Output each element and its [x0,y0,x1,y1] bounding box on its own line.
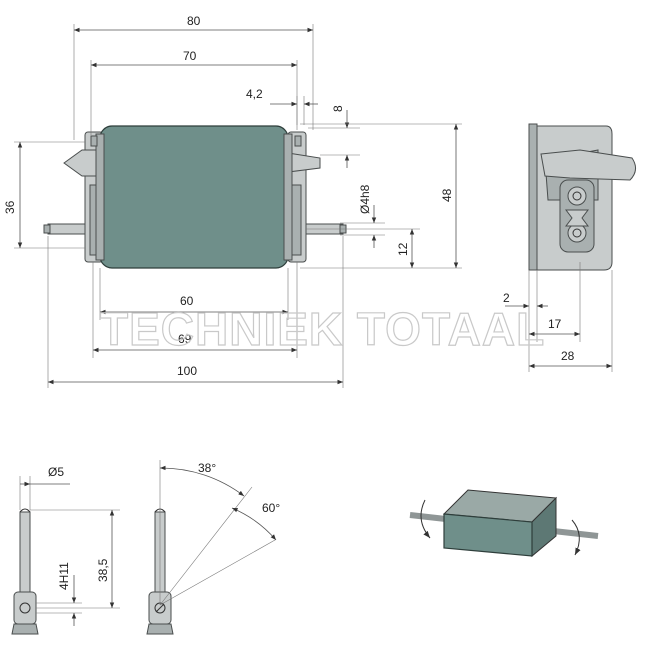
dim-80: 80 [187,14,201,28]
dim-69: 69 [178,332,192,346]
dim-28: 28 [561,349,575,363]
side-back-plate [528,123,538,271]
angle-arc-60 [231,507,277,541]
front-dimensions: 80 70 4,2 8 48 Ø4h8 12 36 [3,14,462,388]
side-lever [540,149,636,181]
side-lower-bolt [567,223,587,243]
dim-17: 17 [548,317,562,331]
dim-8: 8 [331,105,345,112]
rotate-right-icon [571,519,581,556]
angle-detail: 38° 60° [146,460,280,635]
dim-48: 48 [440,188,454,202]
side-dimensions: 2 17 28 [503,262,613,372]
pin-hole [19,602,31,614]
dim-dia-5: Ø5 [48,465,64,479]
dim-12: 12 [396,242,410,256]
rotation-block-front [443,513,533,557]
pin-head [13,591,37,625]
pin-nut [11,623,39,635]
dim-70: 70 [183,49,197,63]
watermark: TECHNIEK TOTAAL [100,303,545,355]
angle-arc-38 [159,465,245,497]
dim-angle-60: 60° [262,501,280,515]
dim-38-5: 38,5 [96,558,110,582]
dim-60: 60 [180,294,194,308]
rotation-detail [409,489,599,558]
front-view [43,125,347,269]
front-right-lever [287,152,321,173]
dim-2: 2 [503,291,510,305]
dim-4-2: 4,2 [246,87,263,101]
front-left-tip [63,149,101,177]
dim-36: 36 [3,200,17,214]
pin-detail: Ø5 4H11 38,5 [11,465,120,635]
side-view [528,123,636,271]
dim-dia-4h8: Ø4h8 [358,184,372,214]
rotate-left-icon [420,499,431,539]
side-upper-bolt [567,186,587,206]
front-main-body [99,125,289,269]
dim-angle-38: 38° [198,461,216,475]
dim-4h11: 4H11 [57,562,71,590]
dim-100: 100 [177,364,197,378]
